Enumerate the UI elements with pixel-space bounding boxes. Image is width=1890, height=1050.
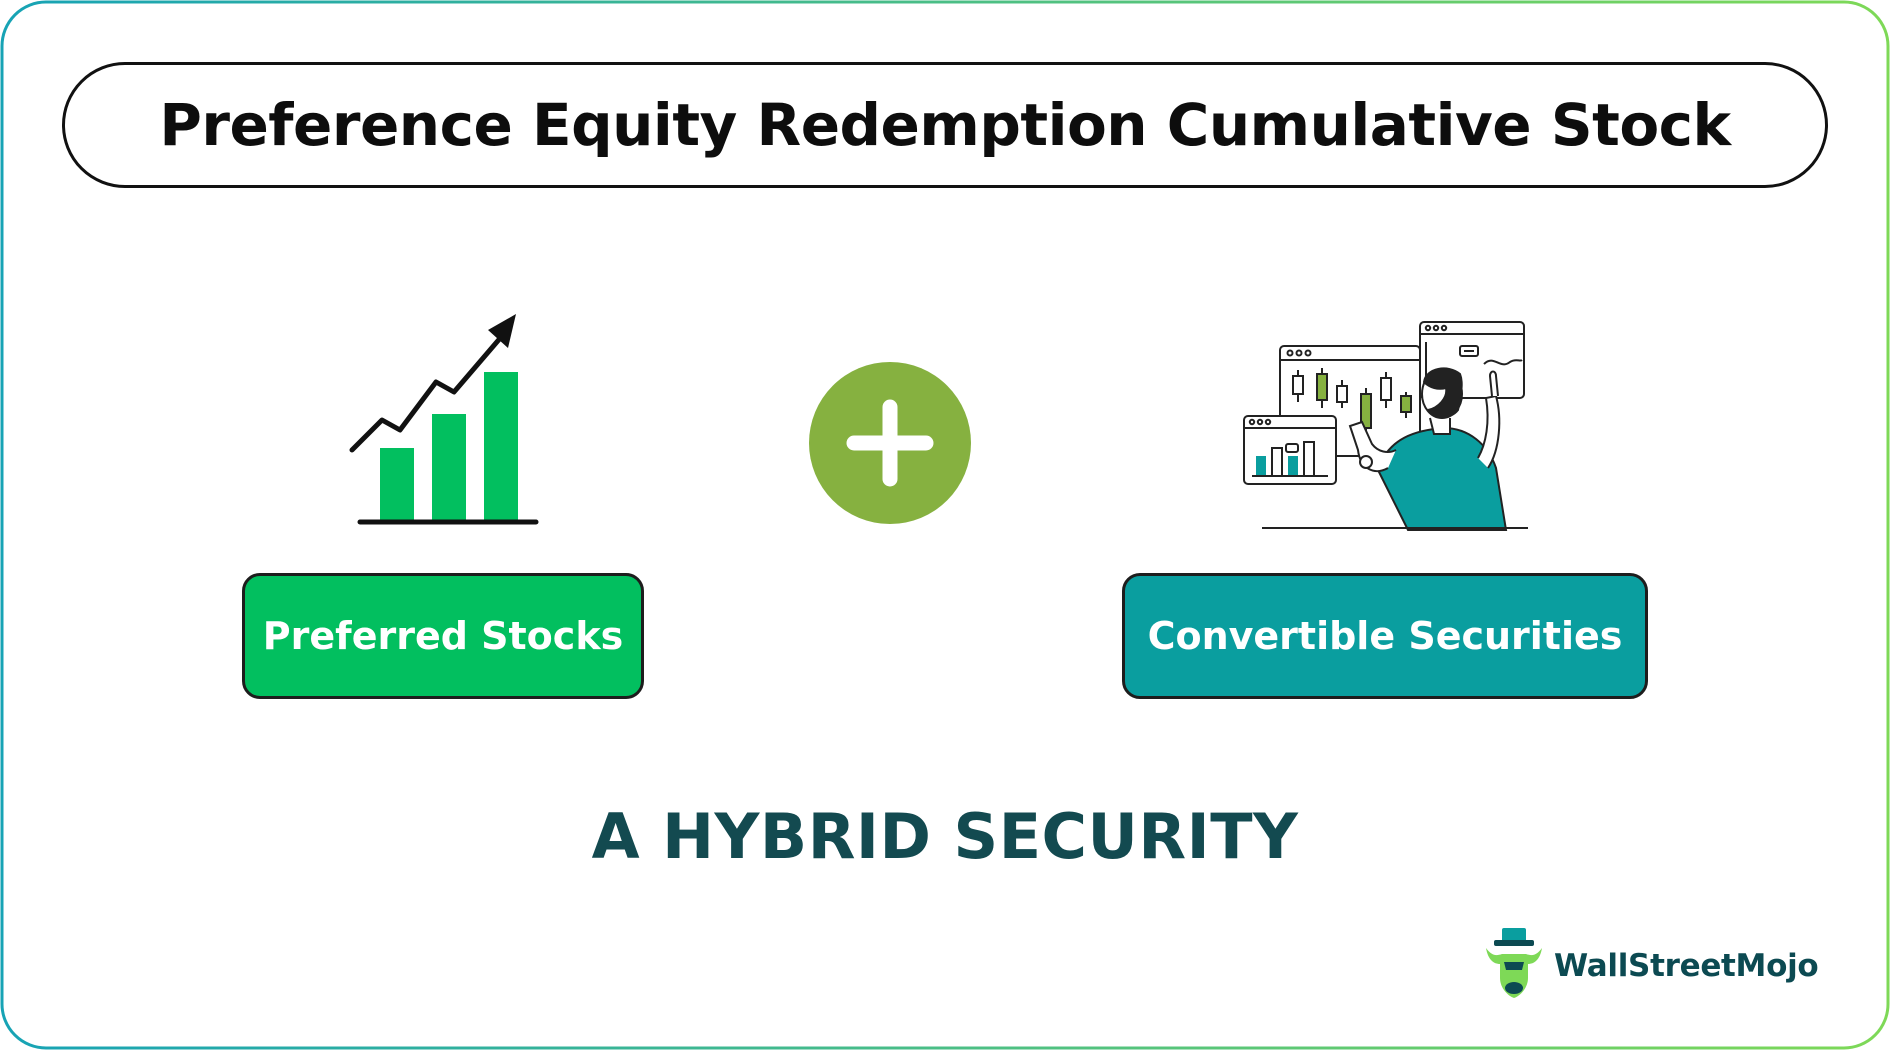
trader-analytics-illustration [1238, 318, 1532, 532]
bull-logo-icon [1482, 926, 1546, 1006]
brand-name: WallStreetMojo [1554, 948, 1819, 984]
title-banner: Preference Equity Redemption Cumulative … [62, 62, 1828, 188]
hybrid-security-caption: A HYBRID SECURITY [591, 800, 1299, 873]
growth-chart-icon [340, 310, 550, 530]
brand-logo: WallStreetMojo [1482, 926, 1819, 1006]
convertible-securities-label: Convertible Securities [1147, 614, 1623, 658]
convertible-securities-box: Convertible Securities [1122, 573, 1648, 699]
plus-icon [808, 361, 972, 525]
preferred-stocks-label: Preferred Stocks [262, 614, 624, 658]
preferred-stocks-box: Preferred Stocks [242, 573, 644, 699]
page-title: Preference Equity Redemption Cumulative … [159, 91, 1731, 159]
